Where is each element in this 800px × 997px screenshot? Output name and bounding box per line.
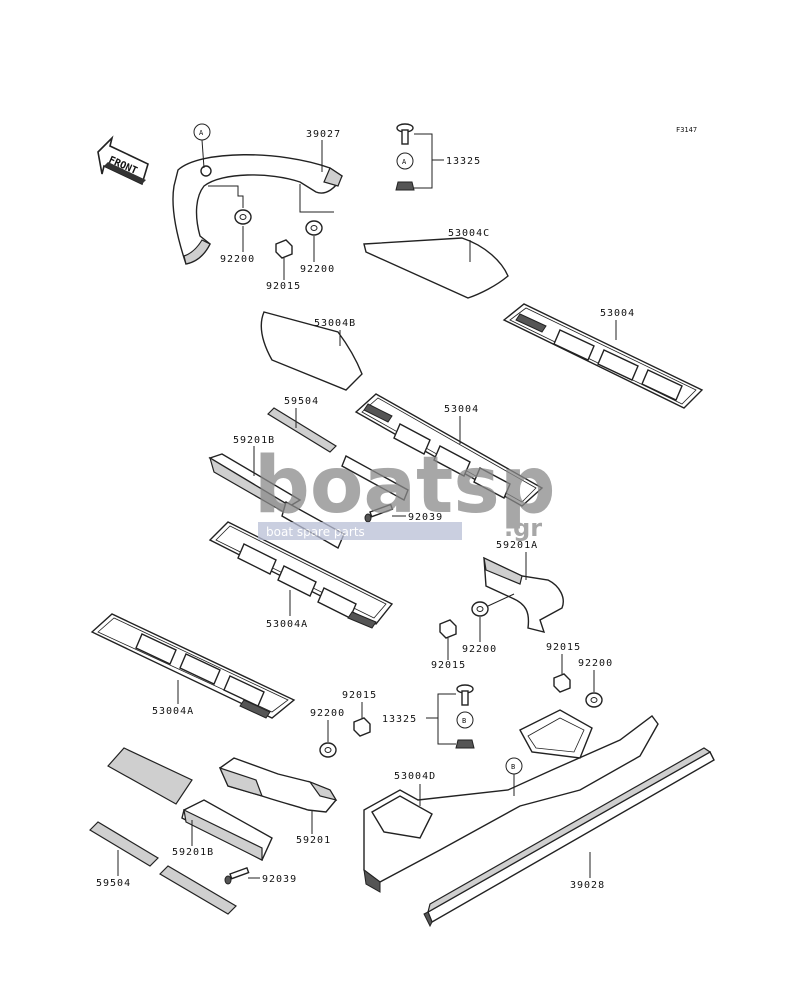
label-53004c: 53004C — [448, 228, 490, 239]
cover-59201b-bottom-a — [107, 747, 193, 805]
label-92200-b: 92200 — [300, 264, 335, 275]
callout-b-label-2: B — [511, 763, 515, 771]
label-92200-c: 92200 — [462, 644, 497, 655]
mat-53004-middle — [354, 393, 544, 507]
mat-53004-right — [502, 303, 704, 409]
label-53004-b: 53004 — [444, 404, 479, 415]
panel-53004d — [363, 709, 659, 893]
label-92015-c: 92015 — [546, 642, 581, 653]
watermark-tagline: boat spare parts — [266, 525, 365, 539]
label-92200-a: 92200 — [220, 254, 255, 265]
label-53004a-b: 53004A — [152, 706, 194, 717]
callout-b-label: B — [462, 717, 466, 725]
label-59201a: 59201A — [496, 540, 538, 551]
callout-a-label-2: A — [402, 158, 407, 166]
label-92015-b: 92015 — [431, 660, 466, 671]
label-92200-e: 92200 — [310, 708, 345, 719]
nut-92015-c — [553, 673, 571, 693]
bolt-13325-top — [395, 123, 415, 191]
label-59504-bottom: 59504 — [96, 878, 131, 889]
pad-53004b — [260, 311, 363, 391]
callout-a-label: A — [199, 129, 204, 137]
watermark-logo: boatsp .gr boat spare parts — [254, 441, 556, 542]
watermark-main: boatsp — [254, 441, 556, 531]
label-59201: 59201 — [296, 835, 331, 846]
label-53004d: 53004D — [394, 771, 436, 782]
label-53004-a: 53004 — [600, 308, 635, 319]
screw-92039-bottom — [224, 866, 250, 885]
nut-92015-a — [275, 239, 293, 259]
label-13325-bottom: 13325 — [382, 714, 417, 725]
label-53004b: 53004B — [314, 318, 356, 329]
figure-ref: F3147 — [676, 126, 697, 134]
label-39027: 39027 — [306, 129, 341, 140]
nut-92015-d — [353, 717, 371, 737]
strip-59504-top — [267, 407, 337, 453]
label-59504-top: 59504 — [284, 396, 319, 407]
screw-92039-top — [364, 503, 394, 523]
bolt-13325-bottom — [455, 684, 475, 749]
watermark-suffix: .gr — [504, 514, 542, 542]
label-59201b-top: 59201B — [233, 435, 275, 446]
label-92039-top: 92039 — [408, 512, 443, 523]
grip-59201 — [218, 757, 338, 813]
label-92015-d: 92015 — [342, 690, 377, 701]
label-53004a-a: 53004A — [266, 619, 308, 630]
part-39027-handle — [172, 154, 343, 265]
rail-39028 — [423, 747, 715, 928]
label-39028: 39028 — [570, 880, 605, 891]
label-92039-bottom: 92039 — [262, 874, 297, 885]
label-13325-top: 13325 — [446, 156, 481, 167]
label-92015-a: 92015 — [266, 281, 301, 292]
pad-53004c — [363, 237, 509, 299]
bracket-59201a — [483, 556, 564, 633]
label-59201b-bottom: 59201B — [172, 847, 214, 858]
strip-59504-bottom-b — [159, 865, 237, 915]
mat-53004a-middle — [208, 521, 394, 629]
nut-92015-b — [439, 619, 457, 639]
mat-53004a-left — [90, 613, 296, 719]
label-92200-d: 92200 — [578, 658, 613, 669]
front-arrow-icon: FRONT — [97, 135, 149, 186]
strip-59504-bottom — [89, 821, 159, 867]
